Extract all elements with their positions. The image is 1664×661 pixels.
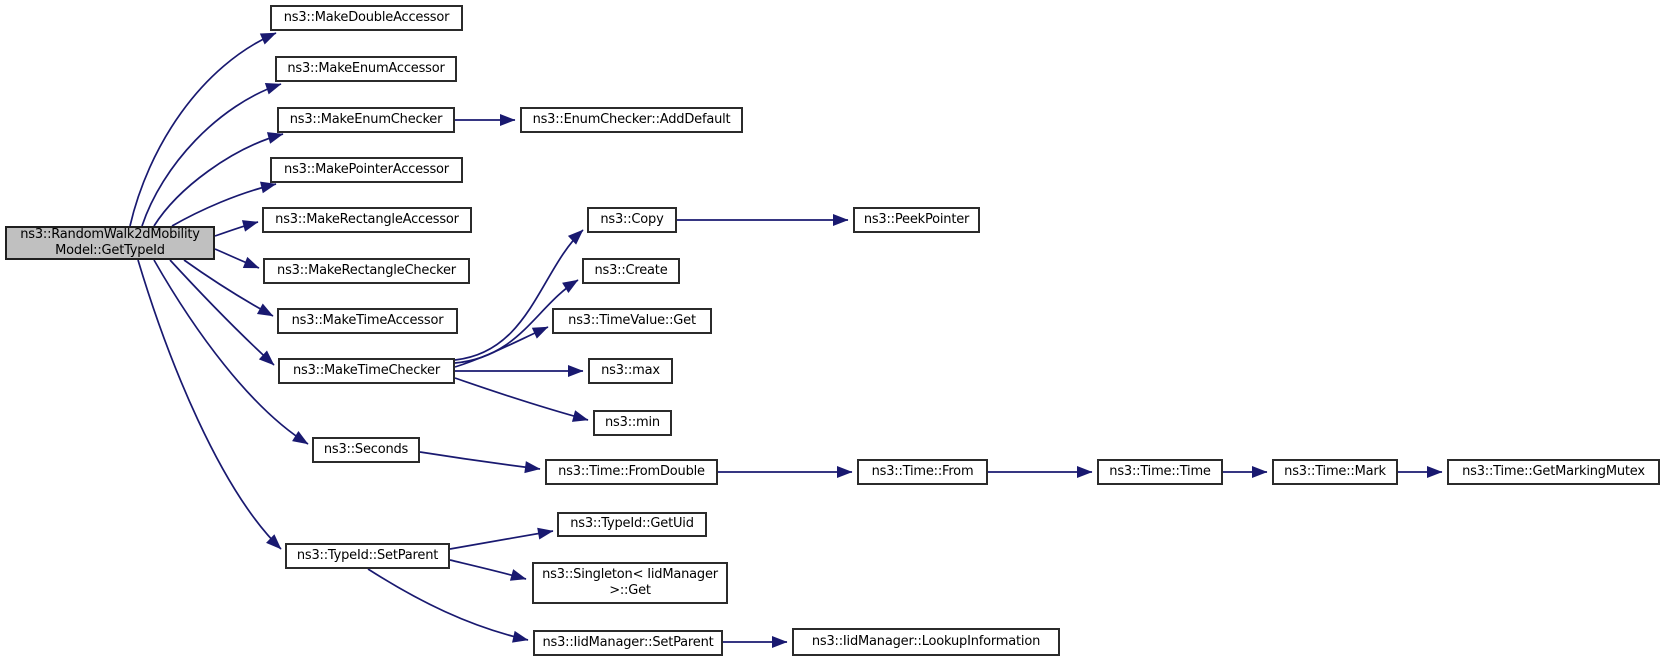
edge-root-to-make_rectangle_accessor [214,220,259,237]
node-make_pointer_accessor[interactable]: ns3::MakePointerAccessor [270,157,463,183]
node-enum_checker_add_default[interactable]: ns3::EnumChecker::AddDefault [520,107,743,133]
node-time_get_marking_mutex[interactable]: ns3::Time::GetMarkingMutex [1447,459,1660,485]
node-iid_manager_lookup_information[interactable]: ns3::IidManager::LookupInformation [792,628,1060,656]
node-make_time_accessor[interactable]: ns3::MakeTimeAccessor [277,308,458,334]
node-time_value_get[interactable]: ns3::TimeValue::Get [552,308,712,334]
node-make_enum_checker[interactable]: ns3::MakeEnumChecker [277,107,455,133]
node-iid_manager_set_parent[interactable]: ns3::IidManager::SetParent [533,630,723,656]
edge-root-to-make_pointer_accessor [171,181,277,227]
node-create[interactable]: ns3::Create [582,258,680,284]
node-time_time[interactable]: ns3::Time::Time [1097,459,1223,485]
node-seconds[interactable]: ns3::Seconds [312,437,420,463]
node-make_rectangle_checker[interactable]: ns3::MakeRectangleChecker [263,258,470,284]
edge-root-to-make_double_accessor [129,32,277,227]
edge-type_id_set_parent-to-iid_manager_set_parent [367,568,529,643]
node-make_rectangle_accessor[interactable]: ns3::MakeRectangleAccessor [262,207,472,233]
node-max[interactable]: ns3::max [588,358,673,384]
edge-type_id_set_parent-to-singleton_get [449,559,527,581]
node-time_mark[interactable]: ns3::Time::Mark [1272,459,1398,485]
edge-type_id_set_parent-to-type_id_get_uid [449,527,554,550]
node-copy[interactable]: ns3::Copy [587,207,677,233]
edge-make_time_checker-to-time_value_get [454,326,549,368]
node-type_id_get_uid[interactable]: ns3::TypeId::GetUid [557,512,707,537]
edge-make_time_checker-to-min [454,377,589,422]
edge-root-to-make_enum_checker [153,132,284,227]
node-make_double_accessor[interactable]: ns3::MakeDoubleAccessor [270,5,463,31]
node-type_id_set_parent[interactable]: ns3::TypeId::SetParent [285,543,450,569]
edge-root-to-make_time_accessor [183,259,274,317]
node-time_from[interactable]: ns3::Time::From [857,459,988,485]
node-make_enum_accessor[interactable]: ns3::MakeEnumAccessor [275,56,457,82]
node-singleton_get[interactable]: ns3::Singleton< IidManager >::Get [532,562,728,604]
edge-root-to-make_rectangle_checker [214,248,260,269]
edge-make_time_checker-to-copy [454,229,584,361]
node-peek_pointer[interactable]: ns3::PeekPointer [853,207,980,233]
node-root: ns3::RandomWalk2dMobility Model::GetType… [5,226,215,260]
node-make_time_checker[interactable]: ns3::MakeTimeChecker [278,358,455,384]
edge-root-to-make_enum_accessor [141,83,282,227]
node-time_from_double[interactable]: ns3::Time::FromDouble [545,459,718,485]
edge-root-to-seconds [153,259,309,445]
edge-root-to-type_id_set_parent [137,259,282,550]
node-min[interactable]: ns3::min [593,410,672,436]
edge-root-to-make_time_checker [169,259,275,366]
edge-seconds-to-time_from_double [419,451,541,474]
